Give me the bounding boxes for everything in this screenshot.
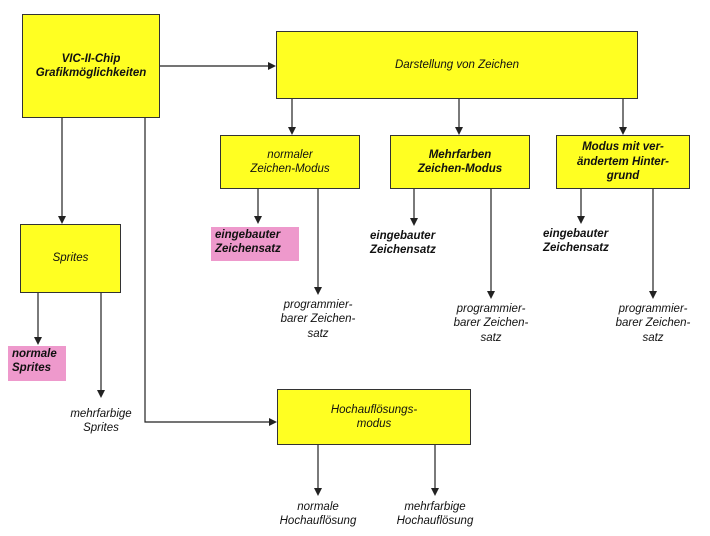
- normal-mode-line2: Zeichen-Modus: [250, 163, 330, 175]
- root-title-line1: VIC-II-Chip: [61, 52, 121, 65]
- multicolor-sprites-line1: mehrfarbige: [70, 408, 132, 420]
- arrowhead: [288, 127, 296, 135]
- darstellung-box: Darstellung von Zeichen: [276, 31, 638, 99]
- arrowhead: [619, 127, 627, 135]
- extbg-mode-line2: ändertem Hinter-: [576, 155, 670, 168]
- normal-hires-line1: normale: [297, 501, 339, 513]
- extbg-mode-line1: Modus mit ver-: [582, 141, 664, 154]
- normal-sprites: normale Sprites: [8, 346, 66, 381]
- normal-programmable-line3: satz: [307, 327, 329, 340]
- multicolor-mode-line2: Zeichen-Modus: [417, 163, 503, 175]
- arrowhead: [455, 127, 463, 135]
- multicolor-programmable-line3: satz: [480, 331, 502, 344]
- extbg-programmable-line2: barer Zeichen-: [615, 317, 691, 330]
- multicolor-programmable-charset: programmier- barer Zeichen- satz: [435, 302, 547, 345]
- arrowhead: [577, 216, 585, 224]
- arrowhead: [431, 488, 439, 496]
- arrowhead: [58, 216, 66, 224]
- hires-mode-line2: modus: [356, 418, 392, 430]
- darstellung-label: Darstellung von Zeichen: [394, 58, 519, 71]
- normal-sprites-line2: Sprites: [12, 361, 51, 374]
- normal-sprites-line1: normale: [12, 348, 57, 360]
- arrowhead: [410, 218, 418, 226]
- multicolor-hires-line2: Hochauflösung: [396, 515, 474, 528]
- normal-programmable-line1: programmier-: [283, 299, 353, 311]
- normal-mode-line1: normaler: [267, 148, 313, 161]
- arrowhead: [314, 488, 322, 496]
- sprites-box: Sprites: [20, 224, 121, 293]
- arrowhead: [254, 216, 262, 224]
- root-box: VIC-II-Chip Grafikmöglichkeiten: [22, 14, 160, 118]
- multicolor-hires-line1: mehrfarbige: [404, 501, 466, 513]
- extbg-mode-line3: grund: [606, 170, 640, 183]
- sprites-label: Sprites: [52, 252, 89, 265]
- multicolor-programmable-line1: programmier-: [456, 303, 526, 315]
- multicolor-mode-box: Mehrfarben Zeichen-Modus: [390, 135, 530, 189]
- arrowhead: [649, 291, 657, 299]
- arrowhead: [268, 62, 276, 70]
- multicolor-mode-line1: Mehrfarben: [428, 148, 492, 161]
- hires-mode-box: Hochauflösungs- modus: [277, 389, 471, 445]
- arrowhead: [487, 291, 495, 299]
- extbg-programmable-line1: programmier-: [618, 303, 688, 315]
- extbg-builtin-line1: eingebauter: [543, 228, 609, 240]
- hires-mode-line1: Hochauflösungs-: [330, 403, 418, 416]
- multicolor-programmable-line2: barer Zeichen-: [453, 317, 529, 330]
- normal-hires-line2: Hochauflösung: [279, 515, 357, 528]
- root-title-line2: Grafikmöglichkeiten: [35, 67, 147, 79]
- arrowhead: [314, 287, 322, 295]
- multicolor-sprites: mehrfarbige Sprites: [56, 407, 146, 436]
- multicolor-builtin-line1: eingebauter: [370, 230, 436, 242]
- extbg-programmable-line3: satz: [642, 331, 664, 344]
- extbg-programmable-charset: programmier- barer Zeichen- satz: [597, 302, 709, 345]
- normal-builtin-line1: eingebauter: [215, 229, 281, 241]
- extbg-mode-box: Modus mit ver- ändertem Hinter- grund: [556, 135, 690, 189]
- arrowhead: [34, 337, 42, 345]
- multicolor-builtin-charset: eingebauter Zeichensatz: [370, 229, 458, 258]
- connector-root-hires: [144, 118, 271, 423]
- normal-mode-box: normaler Zeichen-Modus: [220, 135, 360, 189]
- arrowhead: [97, 390, 105, 398]
- normal-programmable-line2: barer Zeichen-: [280, 313, 356, 326]
- normal-builtin-charset: eingebauter Zeichensatz: [211, 227, 299, 261]
- multicolor-hires: mehrfarbige Hochauflösung: [385, 500, 485, 529]
- normal-builtin-line2: Zeichensatz: [215, 242, 281, 255]
- normal-hires: normale Hochauflösung: [268, 500, 368, 529]
- multicolor-sprites-line2: Sprites: [83, 422, 119, 435]
- arrowhead: [269, 418, 277, 426]
- multicolor-builtin-line2: Zeichensatz: [370, 244, 436, 257]
- extbg-builtin-charset: eingebauter Zeichensatz: [543, 227, 631, 256]
- extbg-builtin-line2: Zeichensatz: [543, 242, 609, 255]
- normal-programmable-charset: programmier- barer Zeichen- satz: [262, 298, 374, 341]
